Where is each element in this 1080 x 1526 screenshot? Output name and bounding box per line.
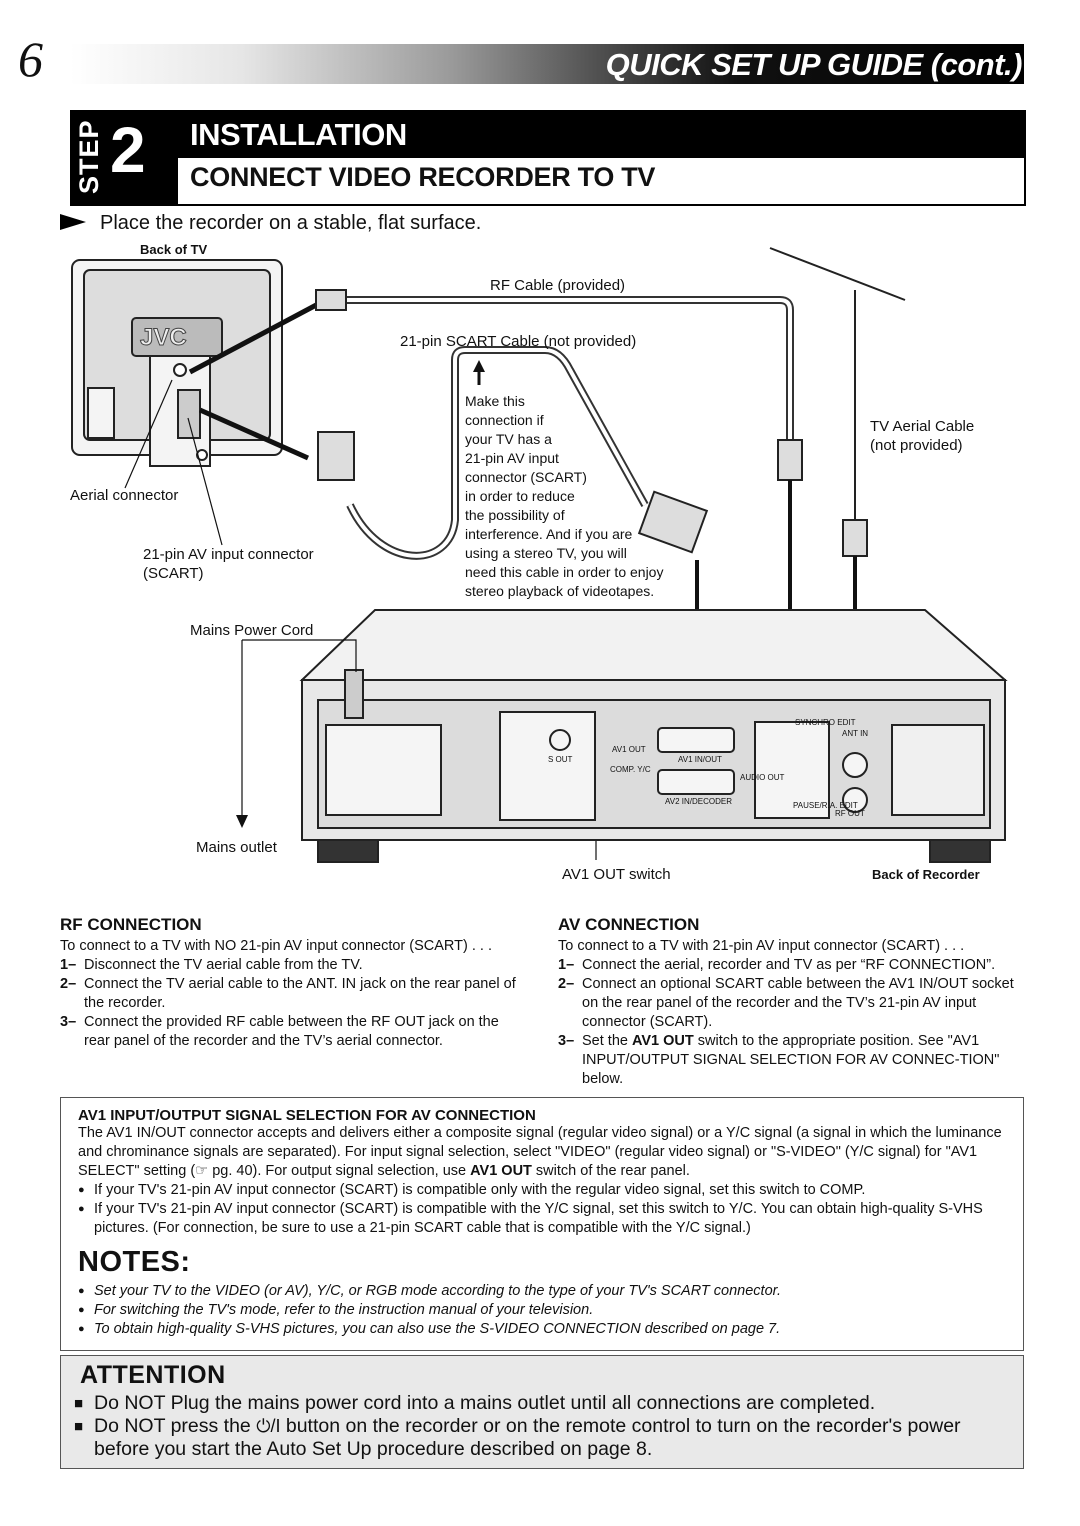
av1-inout-label: AV1 IN/OUT <box>678 755 722 764</box>
synchro-label: SYNCHRO EDIT <box>795 718 856 727</box>
notes-title: NOTES: <box>78 1246 191 1278</box>
av1-paragraph: The AV1 IN/OUT connector accepts and del… <box>78 1125 1002 1179</box>
av1-selection-box <box>60 1097 1024 1351</box>
connection-diagram: JVC <box>71 247 1008 863</box>
power-icon: ⏻/I <box>256 1416 281 1436</box>
av-input-label: 21-pin AV input connector(SCART) <box>143 546 314 582</box>
attention-item: Do NOT Plug the mains power cord into a … <box>74 1392 1014 1415</box>
s-out-label: S OUT <box>548 755 573 764</box>
rf-heading: RF CONNECTION <box>60 915 202 934</box>
tv-brand-logo: JVC <box>140 324 187 351</box>
notes-list: Set your TV to the VIDEO (or AV), Y/C, o… <box>78 1282 1008 1339</box>
av1-heading: AV1 INPUT/OUTPUT SIGNAL SELECTION FOR AV… <box>78 1107 536 1124</box>
make-this-note: Make this connection if your TV has a 21… <box>465 392 663 601</box>
note-line: in order to reduce <box>465 488 575 504</box>
rf-intro: To connect to a TV with NO 21-pin AV inp… <box>60 938 492 954</box>
rf-step-1: 1–Disconnect the TV aerial cable from th… <box>60 957 363 973</box>
note-line: 21-pin AV input <box>465 450 559 466</box>
attention-list: Do NOT Plug the mains power cord into a … <box>74 1392 1014 1461</box>
header-bar <box>70 44 1024 84</box>
av-step-3: 3–Set the AV1 OUT switch to the appropri… <box>558 1033 1000 1087</box>
installation-title: INSTALLATION <box>190 117 407 152</box>
recorder-back <box>299 609 1008 863</box>
note-line: stereo playback of videotapes. <box>465 583 655 599</box>
note-item: To obtain high-quality S-VHS pictures, y… <box>78 1320 1008 1339</box>
back-of-recorder-label: Back of Recorder <box>872 867 980 882</box>
note-line: your TV has a <box>465 431 552 447</box>
av2-label: AV2 IN/DECODER <box>665 797 732 806</box>
note-line: interference. And if you are <box>465 526 633 542</box>
step-number: 2 <box>110 114 146 186</box>
av-intro: To connect to a TV with 21-pin AV input … <box>558 938 965 954</box>
scart-cable-label: 21-pin SCART Cable (not provided) <box>400 333 637 350</box>
av1-out-label: AV1 OUT <box>612 745 646 754</box>
rf-out-label: RF OUT <box>835 809 865 818</box>
note-line: connector (SCART) <box>465 469 587 485</box>
rf-step-3: 3–Connect the provided RF cable between … <box>60 1014 499 1049</box>
note-item: For switching the TV's mode, refer to th… <box>78 1301 1008 1320</box>
pause-edit-label: PAUSE/R.A. EDIT <box>793 801 858 810</box>
av-connection: AV CONNECTION To connect to a TV with 21… <box>558 915 1020 1089</box>
av-step-2: 2–Connect an optional SCART cable betwee… <box>558 976 1014 1030</box>
step-badge <box>70 110 178 206</box>
note-item: Set your TV to the VIDEO (or AV), Y/C, o… <box>78 1282 1008 1301</box>
av-heading: AV CONNECTION <box>558 915 700 934</box>
rf-cable-label: RF Cable (provided) <box>490 277 626 294</box>
mains-outlet-label: Mains outlet <box>196 839 277 856</box>
connect-title: CONNECT VIDEO RECORDER TO TV <box>190 162 656 192</box>
ant-in-label: ANT IN <box>842 729 868 738</box>
av-step-1: 1–Connect the aerial, recorder and TV as… <box>558 957 996 973</box>
comp-yc-label: COMP. Y/C <box>610 765 651 774</box>
av1-switch-label: AV1 OUT switch <box>562 866 671 883</box>
note-line: Make this <box>465 393 525 409</box>
note-line: need this cable in order to enjoy <box>465 564 664 580</box>
rf-step-2: 2–Connect the TV aerial cable to the ANT… <box>60 976 516 1011</box>
av1-bullet: If your TV's 21-pin AV input connector (… <box>78 1200 1008 1238</box>
note-line: using a stereo TV, you will <box>465 545 627 561</box>
audio-out-label: AUDIO OUT <box>740 773 785 782</box>
back-of-tv-label: Back of TV <box>140 242 208 257</box>
av1-bullet: If your TV's 21-pin AV input connector (… <box>78 1181 1008 1200</box>
installation-bar <box>178 110 1024 158</box>
tv-aerial-label: TV Aerial Cable(not provided) <box>870 418 975 454</box>
header-title: QUICK SET UP GUIDE (cont.) <box>605 47 1023 82</box>
mains-cord-label: Mains Power Cord <box>190 622 314 639</box>
aerial-connector-label: Aerial connector <box>70 487 179 504</box>
arrow-right-icon <box>60 214 86 230</box>
intro-text: Place the recorder on a stable, flat sur… <box>100 212 482 234</box>
page-number: 6 <box>18 31 43 87</box>
av1-selection: AV1 INPUT/OUTPUT SIGNAL SELECTION FOR AV… <box>78 1107 1008 1238</box>
attention-title: ATTENTION <box>80 1361 226 1389</box>
attention-item: Do NOT press the ⏻/I button on the recor… <box>74 1415 1014 1461</box>
tv-back <box>71 259 283 467</box>
rf-connection: RF CONNECTION To connect to a TV with NO… <box>60 915 520 1051</box>
note-line: connection if <box>465 412 544 428</box>
note-line: the possibility of <box>465 507 565 523</box>
